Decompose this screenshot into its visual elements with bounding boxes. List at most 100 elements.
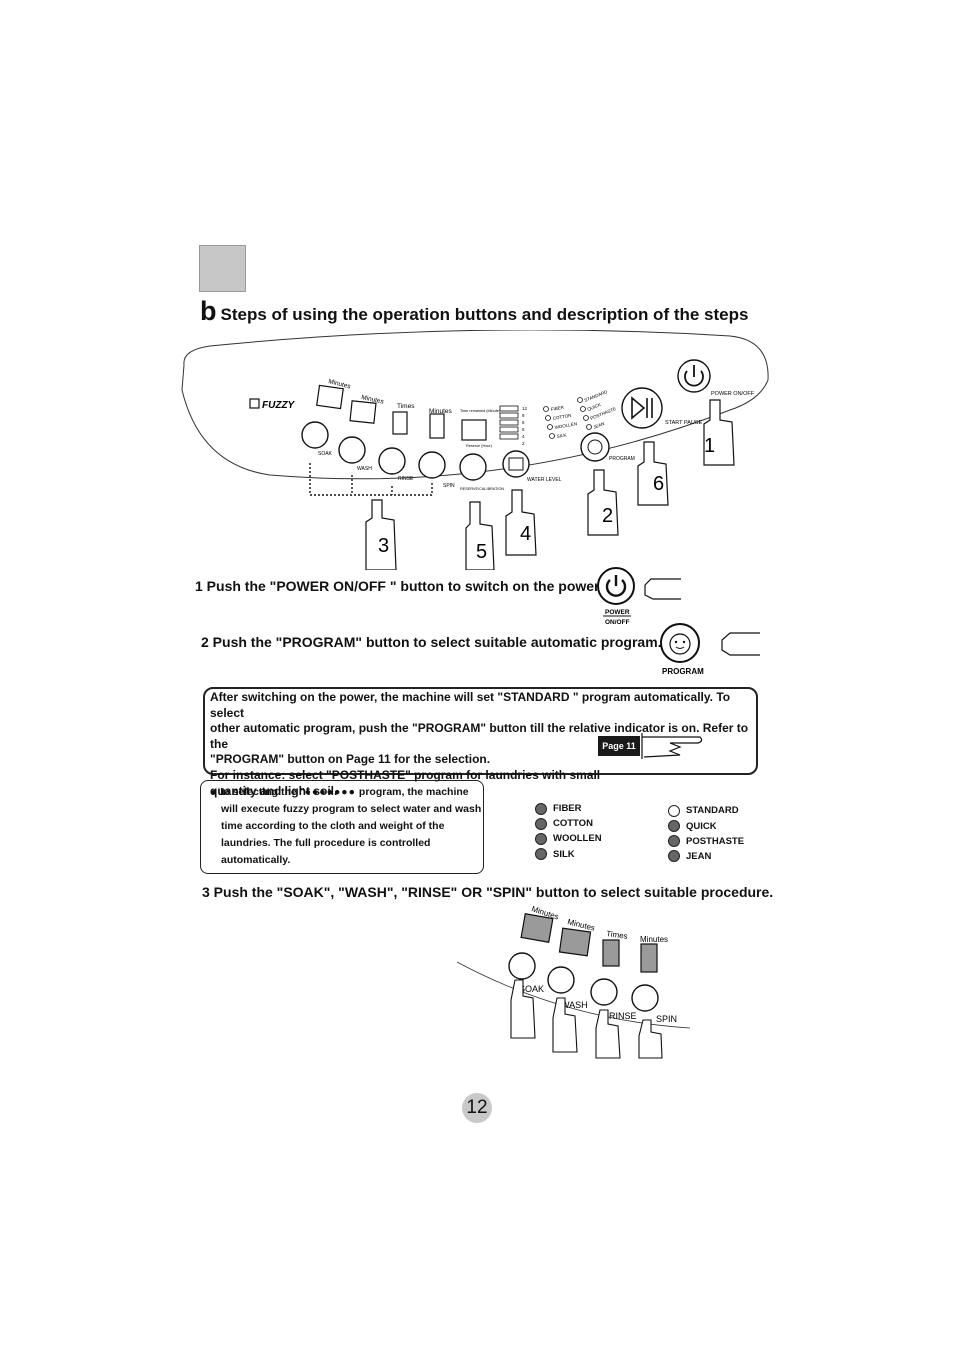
panel-label-start: START PAUSE	[665, 420, 703, 426]
program-face-icon	[669, 633, 691, 655]
indicator-label: WOOLLEN	[553, 833, 602, 844]
program-label: PROGRAM	[662, 667, 704, 676]
step-1-text: 1 Push the "POWER ON/OFF " button to swi…	[195, 578, 603, 594]
start-pause-icon	[631, 396, 653, 420]
fuzzy-note-box	[200, 780, 484, 874]
step-number: 2	[602, 505, 613, 527]
hand-pointer	[505, 489, 537, 556]
step-number: 6	[653, 473, 664, 495]
power-icon	[684, 365, 704, 387]
level-number: 6	[522, 420, 525, 425]
indicator-silk	[535, 848, 547, 860]
indicator-standard	[668, 805, 680, 817]
panel-label-rinse: RINSE	[398, 476, 414, 482]
panel-program-label: WOOLLEN	[554, 421, 577, 430]
panel-program-label: SILK	[556, 432, 566, 439]
step-3-text: 3 Push the "SOAK", "WASH", "RINSE" OR "S…	[202, 884, 774, 900]
indicator-label: QUICK	[686, 821, 717, 832]
program-face-icon	[587, 439, 603, 455]
callout-text: After switching on the power, the machin…	[210, 690, 755, 799]
button-label-soak: SOAK	[519, 984, 544, 994]
panel-label-power: POWER ON/OFF	[711, 391, 755, 397]
panel-label-reserve: RESERVE/CALIBRATION	[460, 487, 504, 491]
control-panel-illustration: FUZZY Minutes Minutes Times Minutes Time…	[181, 330, 769, 570]
power-icon	[605, 575, 627, 597]
callout-line: "PROGRAM" button on Page 11 for the sele…	[210, 752, 491, 767]
panel-label-wash: WASH	[357, 466, 372, 472]
note-line: automatically.	[221, 854, 291, 866]
panel-program-label: STANDARD	[584, 389, 609, 403]
step-number: 3	[378, 535, 389, 557]
hand-pointer	[552, 997, 578, 1053]
section-letter: b	[200, 296, 217, 326]
note-line: will execute fuzzy program to select wat…	[221, 803, 482, 815]
step-number: 5	[476, 541, 487, 563]
button-label-rinse: RINSE	[609, 1011, 637, 1021]
indicator-jean	[668, 850, 680, 862]
panel-label-spin: SPIN	[443, 483, 455, 489]
dots-icon: ●●●●●●●	[304, 786, 356, 798]
program-button-illustration: PROGRAM	[660, 623, 760, 676]
section-marker-box	[199, 245, 246, 292]
hand-pointer	[721, 632, 760, 656]
indicator-quick	[668, 820, 680, 832]
note-line: In selecting the "	[220, 786, 305, 798]
hand-pointer	[587, 469, 619, 536]
panel-edge	[456, 961, 691, 1029]
callout-line: After switching on the power, the machin…	[210, 690, 731, 720]
level-number: 12	[522, 406, 528, 411]
page-number: 12	[462, 1093, 492, 1123]
panel-program-label: QUICK	[587, 402, 602, 412]
hand-pointer	[595, 1009, 621, 1059]
hand-pointer	[703, 399, 735, 466]
indicator-label: SILK	[553, 849, 575, 860]
level-number: 9	[522, 413, 525, 418]
display-label-4: Minutes	[429, 408, 453, 415]
section-heading: Steps of using the operation buttons and…	[220, 305, 749, 324]
indicator-label: JEAN	[686, 851, 712, 862]
indicator-cotton	[535, 818, 547, 830]
water-level-icon	[508, 457, 524, 471]
indicator-label: STANDARD	[686, 805, 739, 816]
callout-line: For instance: select "POSTHASTE" program…	[210, 767, 601, 782]
reserve-label: Reserve (Hour)	[466, 444, 493, 448]
power-button-illustration: POWER ON/OFF	[597, 567, 681, 626]
step-number: 1	[704, 435, 715, 457]
power-label-2: ON/OFF	[605, 619, 630, 626]
bullet-icon: ●	[211, 786, 218, 798]
hand-pointer	[510, 979, 536, 1039]
indicator-label: FIBER	[553, 803, 582, 814]
indicator-label: COTTON	[553, 818, 593, 829]
note-line: laundries. The full procedure is control…	[221, 837, 431, 849]
panel-label-program: PROGRAM	[609, 456, 635, 462]
note-line: time according to the cloth and weight o…	[221, 820, 445, 832]
hand-pointer	[637, 441, 669, 506]
hand-pointer	[465, 501, 495, 570]
display-label-4: Minutes	[640, 935, 668, 944]
display-label-3: Times	[606, 929, 629, 941]
indicator-fiber	[535, 803, 547, 815]
hand-pointer-icon	[641, 733, 703, 759]
indicator-label: POSTHASTE	[686, 836, 745, 847]
fuzzy-note-text: ● In selecting the "●●●●●●● program, the…	[211, 784, 483, 869]
panel-program-label: COTTON	[552, 413, 572, 421]
button-label-spin: SPIN	[656, 1014, 677, 1024]
procedure-buttons-illustration: Minutes Minutes Times Minutes SOAK WASH …	[456, 904, 691, 1059]
brand-logo: FUZZY	[262, 400, 296, 411]
indicator-posthaste	[668, 835, 680, 847]
time-remained-label: Time remained (Minute)	[460, 409, 501, 413]
level-number: 2	[522, 441, 525, 446]
callout-line: quantity and light soil.	[210, 783, 338, 798]
step-number: 4	[520, 523, 531, 545]
level-number: 5	[522, 427, 525, 432]
power-label-1: POWER	[605, 609, 630, 616]
hand-pointer	[644, 578, 681, 600]
panel-label-water-level: WATER LEVEL	[527, 477, 562, 483]
hand-pointer	[638, 1019, 663, 1059]
page-reference-badge: Page 11	[598, 736, 640, 756]
indicator-woollen	[535, 833, 547, 845]
callout-box	[203, 687, 758, 775]
display-label-3: Times	[397, 403, 415, 410]
callout-line: other automatic program, push the "PROGR…	[210, 721, 749, 751]
